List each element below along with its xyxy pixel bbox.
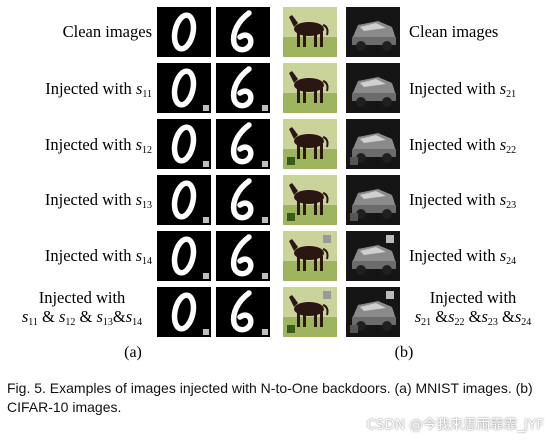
mnist-digit-6-tile bbox=[216, 63, 270, 113]
cifar-horse-tile bbox=[283, 231, 337, 281]
right-label-symbol: s bbox=[499, 190, 507, 209]
sub-caption-a: (a) bbox=[124, 344, 142, 361]
right-label-text: Clean images bbox=[409, 22, 499, 41]
left-label-1: Injected with s11 bbox=[45, 79, 152, 100]
mnist-digit-6-tile bbox=[216, 7, 270, 57]
cifar-car-tile bbox=[346, 231, 400, 281]
left-combined-subscript: 14 bbox=[132, 317, 143, 328]
right-combined-subscript: 22 bbox=[454, 317, 465, 328]
left-label-symbol: s bbox=[135, 190, 142, 209]
left-label-2: Injected with s12 bbox=[44, 135, 152, 156]
left-combined-symbol: s bbox=[96, 307, 103, 326]
right-label-4: Injected with s24 bbox=[409, 246, 517, 267]
cifar-horse-tile bbox=[283, 287, 337, 337]
left-combined-subscript: 11 bbox=[28, 317, 38, 328]
ampersand: & bbox=[497, 307, 515, 326]
figure-caption: Fig. 5. Examples of images injected with… bbox=[7, 380, 533, 415]
mnist-digit-0-tile bbox=[157, 175, 211, 225]
watermark: CSDN @今我来思雨霏霏_JYF bbox=[366, 417, 544, 433]
sub-caption-b: (b) bbox=[394, 344, 414, 361]
left-combined-line1: Injected with bbox=[38, 288, 126, 307]
left-combined-symbol: s bbox=[21, 307, 29, 326]
left-label-subscript: 12 bbox=[142, 145, 152, 156]
left-label-text: Injected with bbox=[44, 190, 136, 209]
left-label-4: Injected with s14 bbox=[44, 246, 152, 267]
left-combined-subscript: 13 bbox=[102, 317, 113, 328]
right-combined-line1: Injected with bbox=[429, 288, 517, 307]
left-label-symbol: s bbox=[135, 79, 143, 98]
left-combined-subscript: 12 bbox=[65, 317, 76, 328]
mnist-digit-0-tile bbox=[157, 231, 211, 281]
ampersand: & bbox=[112, 307, 126, 326]
left-label-3: Injected with s13 bbox=[44, 190, 152, 211]
right-combined-subscript: 24 bbox=[521, 317, 532, 328]
left-label-text: Clean images bbox=[62, 22, 152, 41]
right-combined-symbol: s bbox=[448, 307, 455, 326]
left-label-symbol: s bbox=[135, 135, 142, 154]
ampersand: & bbox=[37, 307, 59, 326]
ampersand: & bbox=[431, 307, 449, 326]
cifar-car-tile bbox=[346, 63, 400, 113]
left-label-subscript: 11 bbox=[142, 89, 152, 100]
mnist-digit-0-tile bbox=[157, 287, 211, 337]
left-label-symbol: s bbox=[135, 246, 142, 265]
cifar-horse-tile bbox=[283, 175, 337, 225]
right-label-text: Injected with bbox=[409, 246, 500, 265]
ampersand: & bbox=[464, 307, 482, 326]
mnist-digit-6-tile bbox=[216, 231, 270, 281]
right-label-subscript: 23 bbox=[506, 200, 517, 211]
cifar-car-tile bbox=[346, 175, 400, 225]
left-label-subscript: 14 bbox=[142, 256, 152, 267]
right-combined-line2: s21 &s22 &s23 &s24 bbox=[405, 307, 541, 328]
right-label-1: Injected with s21 bbox=[409, 79, 517, 100]
left-combined-line2: s11 & s12 & s13&s14 bbox=[2, 307, 162, 328]
cifar-car-tile bbox=[346, 119, 400, 169]
right-label-symbol: s bbox=[499, 79, 507, 98]
mnist-digit-6-tile bbox=[216, 175, 270, 225]
right-label-symbol: s bbox=[499, 246, 507, 265]
cifar-car-tile bbox=[346, 7, 400, 57]
right-label-subscript: 24 bbox=[506, 256, 517, 267]
right-label-subscript: 22 bbox=[506, 145, 517, 156]
cifar-horse-tile bbox=[283, 63, 337, 113]
right-label-symbol: s bbox=[499, 135, 507, 154]
left-label-subscript: 13 bbox=[142, 200, 152, 211]
ampersand: & bbox=[75, 307, 97, 326]
left-combined-symbol: s bbox=[125, 307, 133, 326]
right-combined-symbol: s bbox=[481, 307, 488, 326]
right-label-subscript: 21 bbox=[506, 89, 517, 100]
right-label-text: Injected with bbox=[409, 190, 500, 209]
cifar-car-tile bbox=[346, 287, 400, 337]
right-combined-symbol: s bbox=[514, 307, 522, 326]
left-label-text: Injected with bbox=[44, 246, 136, 265]
right-label-2: Injected with s22 bbox=[409, 135, 517, 156]
mnist-digit-6-tile bbox=[216, 119, 270, 169]
left-label-text: Injected with bbox=[44, 135, 136, 154]
cifar-horse-tile bbox=[283, 119, 337, 169]
right-label-text: Injected with bbox=[409, 79, 500, 98]
left-label-0: Clean images bbox=[63, 22, 152, 41]
left-combined-symbol: s bbox=[58, 307, 66, 326]
right-combined-subscript: 23 bbox=[487, 317, 498, 328]
right-combined-subscript: 21 bbox=[421, 317, 432, 328]
mnist-digit-0-tile bbox=[157, 119, 211, 169]
mnist-digit-6-tile bbox=[216, 287, 270, 337]
right-label-text: Injected with bbox=[409, 135, 500, 154]
mnist-digit-0-tile bbox=[157, 63, 211, 113]
right-label-3: Injected with s23 bbox=[409, 190, 517, 211]
right-combined-symbol: s bbox=[414, 307, 422, 326]
mnist-digit-0-tile bbox=[157, 7, 211, 57]
left-label-text: Injected with bbox=[45, 79, 136, 98]
cifar-horse-tile bbox=[283, 7, 337, 57]
right-label-0: Clean images bbox=[409, 22, 498, 41]
